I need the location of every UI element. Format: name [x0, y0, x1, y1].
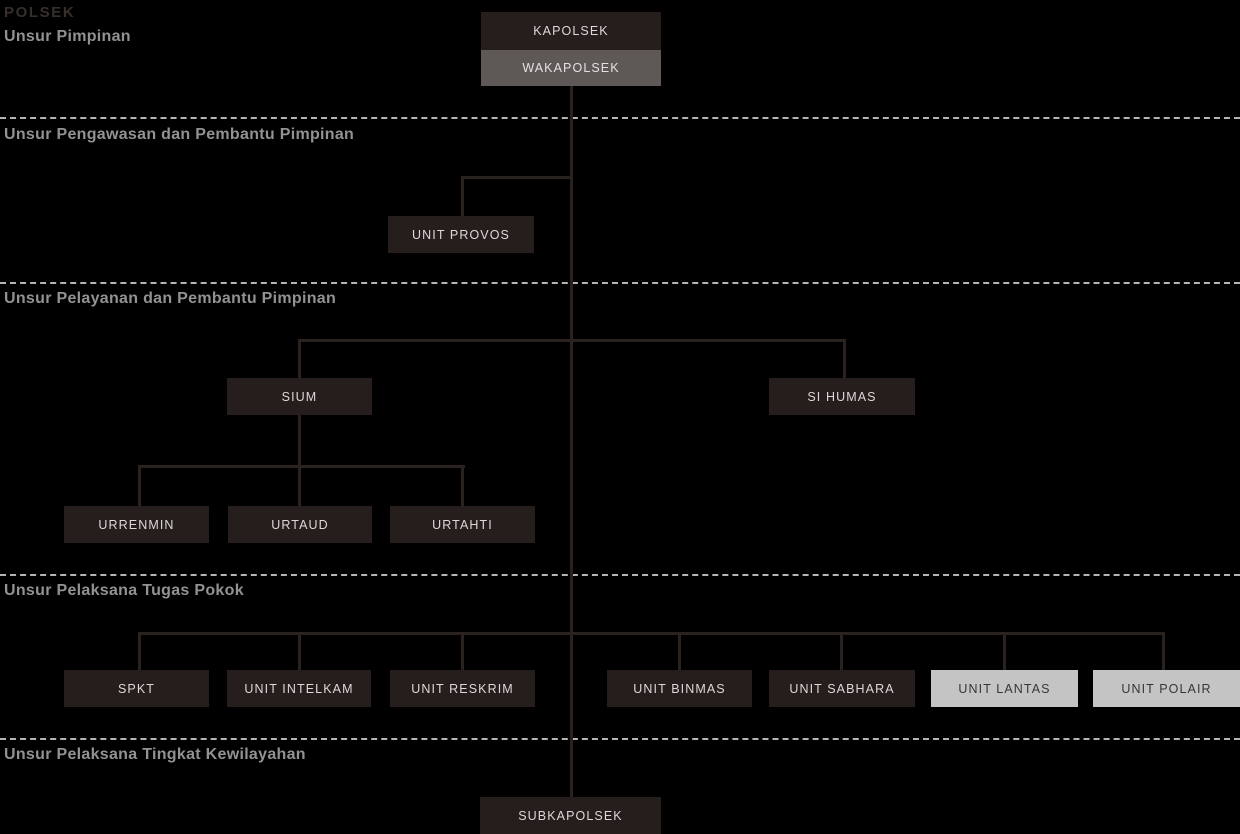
- node-unit-sabhara: UNIT SABHARA: [769, 670, 915, 707]
- node-kapolsek: KAPOLSEK: [481, 12, 661, 50]
- node-unit-intelkam: UNIT INTELKAM: [227, 670, 371, 707]
- section-heading-kewilayahan: Unsur Pelaksana Tingkat Kewilayahan: [4, 746, 306, 763]
- node-unit-reskrim: UNIT RESKRIM: [390, 670, 535, 707]
- section-separator-1: [0, 117, 1240, 119]
- connector-sium-drop: [298, 339, 301, 378]
- node-urtahti: URTAHTI: [390, 506, 535, 543]
- connector-sium-children-horizontal: [138, 465, 465, 468]
- connector-lantas-drop: [1003, 632, 1006, 670]
- section-separator-2: [0, 282, 1240, 284]
- connector-sium-down: [298, 415, 301, 467]
- connector-urtaud-drop: [298, 465, 301, 506]
- section-heading-pengawasan: Unsur Pengawasan dan Pembantu Pimpinan: [4, 126, 355, 143]
- connector-binmas-drop: [678, 632, 681, 670]
- node-unit-binmas: UNIT BINMAS: [607, 670, 752, 707]
- section-heading-pelayanan: Unsur Pelayanan dan Pembantu Pimpinan: [4, 290, 337, 307]
- connector-intelkam-drop: [298, 632, 301, 670]
- section-heading-pelaksana-pokok: Unsur Pelaksana Tugas Pokok: [4, 582, 244, 599]
- node-unit-lantas: UNIT LANTAS: [931, 670, 1078, 707]
- connector-sabhara-drop: [840, 632, 843, 670]
- node-subkapolsek: SUBKAPOLSEK: [480, 797, 661, 834]
- connector-provos-drop: [461, 176, 464, 216]
- node-urtaud: URTAUD: [228, 506, 372, 543]
- connector-pelayanan-horizontal: [298, 339, 846, 342]
- connector-polair-drop: [1162, 632, 1165, 670]
- node-unit-provos: UNIT PROVOS: [388, 216, 534, 253]
- connector-reskrim-drop: [461, 632, 464, 670]
- node-unit-polair: UNIT POLAIR: [1093, 670, 1240, 707]
- node-sium: SIUM: [227, 378, 372, 415]
- connector-sihumas-drop: [843, 339, 846, 378]
- node-wakapolsek: WAKAPOLSEK: [481, 50, 661, 86]
- section-separator-4: [0, 738, 1240, 740]
- connector-pokok-horizontal: [138, 632, 1165, 635]
- connector-urtahti-drop: [461, 465, 464, 506]
- node-urrenmin: URRENMIN: [64, 506, 209, 543]
- page-title: POLSEK: [4, 4, 76, 21]
- node-spkt: SPKT: [64, 670, 209, 707]
- connector-spkt-drop: [138, 632, 141, 670]
- section-heading-pimpinan: Unsur Pimpinan: [4, 28, 131, 45]
- connector-provos-horizontal: [461, 176, 573, 179]
- connector-trunk: [570, 86, 573, 797]
- connector-urrenmin-drop: [138, 465, 141, 506]
- section-separator-3: [0, 574, 1240, 576]
- node-si-humas: SI HUMAS: [769, 378, 915, 415]
